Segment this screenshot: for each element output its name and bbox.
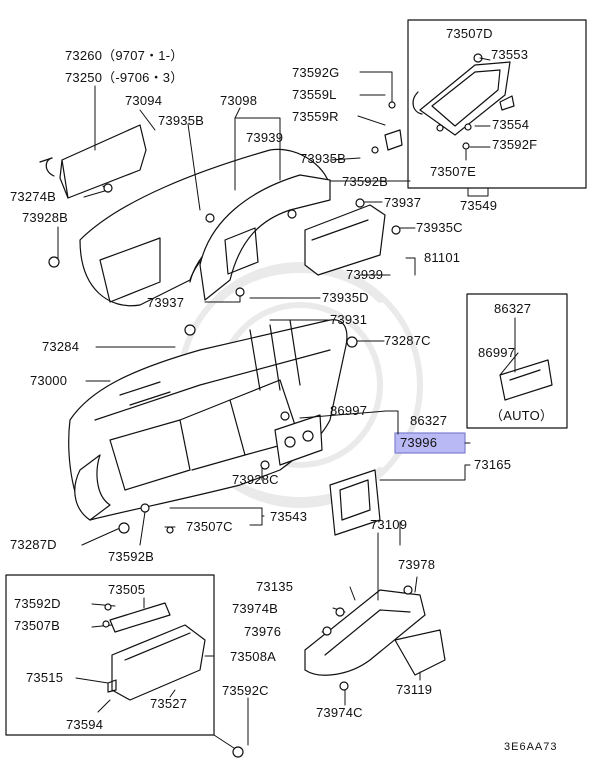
lower-center-cover — [304, 589, 426, 676]
label-73974B: 73974B — [232, 601, 279, 616]
label-73515: 73515 — [26, 670, 64, 685]
label-auto: （AUTO） — [490, 408, 554, 423]
label-73507B: 73507B — [14, 618, 61, 633]
label-73935B-right: 73935B — [300, 151, 347, 166]
label-73287C: 73287C — [384, 333, 431, 348]
label-73559R: 73559R — [292, 109, 339, 124]
label-73935C: 73935C — [416, 220, 463, 235]
label-73937-upper: 73937 — [384, 195, 422, 210]
center-frame-73165 — [329, 469, 381, 536]
label-73939-lower: 73939 — [346, 267, 384, 282]
label-73978: 73978 — [398, 557, 436, 572]
lower-cover-81101 — [304, 204, 386, 276]
fasteners — [48, 123, 472, 758]
label-73594: 73594 — [66, 717, 104, 732]
label-73135: 73135 — [256, 579, 294, 594]
label-73000: 73000 — [30, 373, 68, 388]
label-73098: 73098 — [220, 93, 258, 108]
label-73274B: 73274B — [10, 189, 57, 204]
switch-bracket — [371, 101, 403, 154]
label-73543: 73543 — [270, 509, 308, 524]
label-73508A: 73508A — [230, 649, 277, 664]
label-86327-auto: 86327 — [494, 301, 532, 316]
label-73284: 73284 — [42, 339, 80, 354]
label-73928C: 73928C — [232, 472, 279, 487]
label-73109: 73109 — [370, 517, 408, 532]
label-73527: 73527 — [150, 696, 188, 711]
frame-boxes — [5, 19, 587, 736]
passenger-airbag-module — [39, 124, 147, 199]
instrument-panel-main — [68, 319, 348, 521]
label-81101: 81101 — [424, 250, 461, 265]
label-73119: 73119 — [396, 682, 433, 697]
label-73931: 73931 — [330, 312, 368, 327]
diagram-code: 3E6AA73 — [504, 741, 558, 753]
label-73559L: 73559L — [292, 87, 337, 102]
label-73592G: 73592G — [292, 65, 340, 80]
label-73996-highlighted[interactable]: 73996 — [400, 435, 438, 450]
label-73094: 73094 — [125, 93, 163, 108]
lower-panel-73119 — [394, 629, 446, 676]
center-garnish-panel — [199, 174, 331, 301]
label-73935B-upper: 73935B — [158, 113, 205, 128]
label-73939-upper: 73939 — [246, 130, 284, 145]
label-73592B-upper: 73592B — [342, 174, 389, 189]
label-73592D: 73592D — [14, 596, 61, 611]
label-73250: 73250（-9706・3） — [65, 70, 184, 85]
label-73592B-lower: 73592B — [108, 549, 155, 564]
label-73507E: 73507E — [430, 164, 477, 179]
label-73507C: 73507C — [186, 519, 233, 534]
label-86997: 86997 — [330, 403, 368, 418]
label-73935D: 73935D — [322, 290, 369, 305]
glove-box-assembly — [107, 602, 206, 701]
label-73592F: 73592F — [492, 137, 538, 152]
label-73554: 73554 — [492, 117, 530, 132]
label-73260: 73260（9707・1-） — [65, 48, 184, 63]
label-86997-auto: 86997 — [478, 345, 516, 360]
label-73592C: 73592C — [222, 683, 269, 698]
label-73507D: 73507D — [446, 26, 493, 41]
label-73553: 73553 — [491, 47, 529, 62]
label-73937-lower: 73937 — [147, 295, 185, 310]
label-73928B: 73928B — [22, 210, 69, 225]
label-73976: 73976 — [244, 624, 282, 639]
label-73505: 73505 — [108, 582, 146, 597]
label-73974C: 73974C — [316, 705, 363, 720]
label-73165: 73165 — [474, 457, 512, 472]
label-73287D: 73287D — [10, 537, 57, 552]
auto-climate-panel — [499, 359, 553, 401]
label-73549: 73549 — [460, 198, 498, 213]
climate-control-panel — [274, 414, 323, 466]
label-86327: 86327 — [410, 413, 448, 428]
